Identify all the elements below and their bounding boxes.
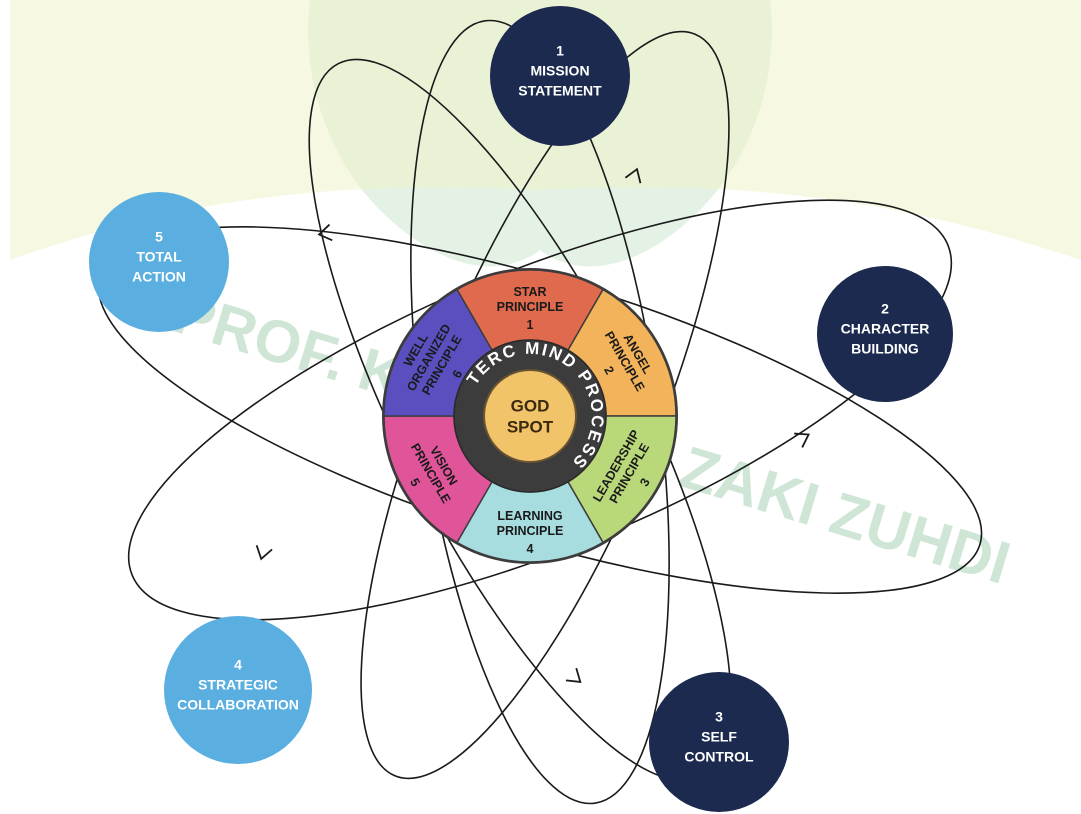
node-number: 1	[556, 43, 564, 59]
node-label-line2: CONTROL	[684, 749, 754, 765]
node-label-line2: STATEMENT	[518, 83, 602, 99]
node-number: 5	[155, 229, 163, 245]
core-label-line2: SPOT	[507, 417, 554, 436]
principle-label: STAR	[513, 285, 546, 299]
god-spot-core	[483, 369, 577, 463]
principle-label: LEARNING	[497, 509, 562, 523]
mind-process-wheel: STARPRINCIPLE1ANGELPRINCIPLE2LEADERSHIPP…	[382, 268, 678, 564]
node-label-line1: SELF	[701, 729, 737, 745]
orbit-arrowhead	[317, 223, 333, 242]
node-circle	[817, 266, 953, 402]
node-label-line1: STRATEGIC	[198, 677, 278, 693]
node-label-line2: COLLABORATION	[177, 697, 299, 713]
node-circle	[89, 192, 229, 332]
node-label-line1: TOTAL	[136, 249, 182, 265]
node-label-line1: MISSION	[530, 63, 589, 79]
node-number: 3	[715, 709, 723, 725]
node-circle	[490, 6, 630, 146]
orbit-arrowhead	[794, 432, 811, 448]
node-number: 2	[881, 301, 889, 317]
core-label-line1: GOD	[511, 396, 550, 415]
orbit-arrowhead	[624, 167, 642, 184]
node-circle	[164, 616, 312, 764]
principle-number: 1	[527, 318, 534, 332]
node-label-line2: ACTION	[132, 269, 186, 285]
node-number: 4	[234, 657, 242, 673]
node-label-line2: BUILDING	[851, 341, 919, 357]
principle-number: 4	[527, 542, 534, 556]
outer-nodes: 1MISSIONSTATEMENT2CHARACTERBUILDING3SELF…	[89, 6, 953, 812]
orbit-arrowhead	[565, 667, 582, 683]
principle-label: PRINCIPLE	[497, 300, 564, 314]
node-circle	[649, 672, 789, 812]
orbit-arrowhead	[255, 544, 273, 561]
node-label-line1: CHARACTER	[841, 321, 930, 337]
principle-label: PRINCIPLE	[497, 524, 564, 538]
